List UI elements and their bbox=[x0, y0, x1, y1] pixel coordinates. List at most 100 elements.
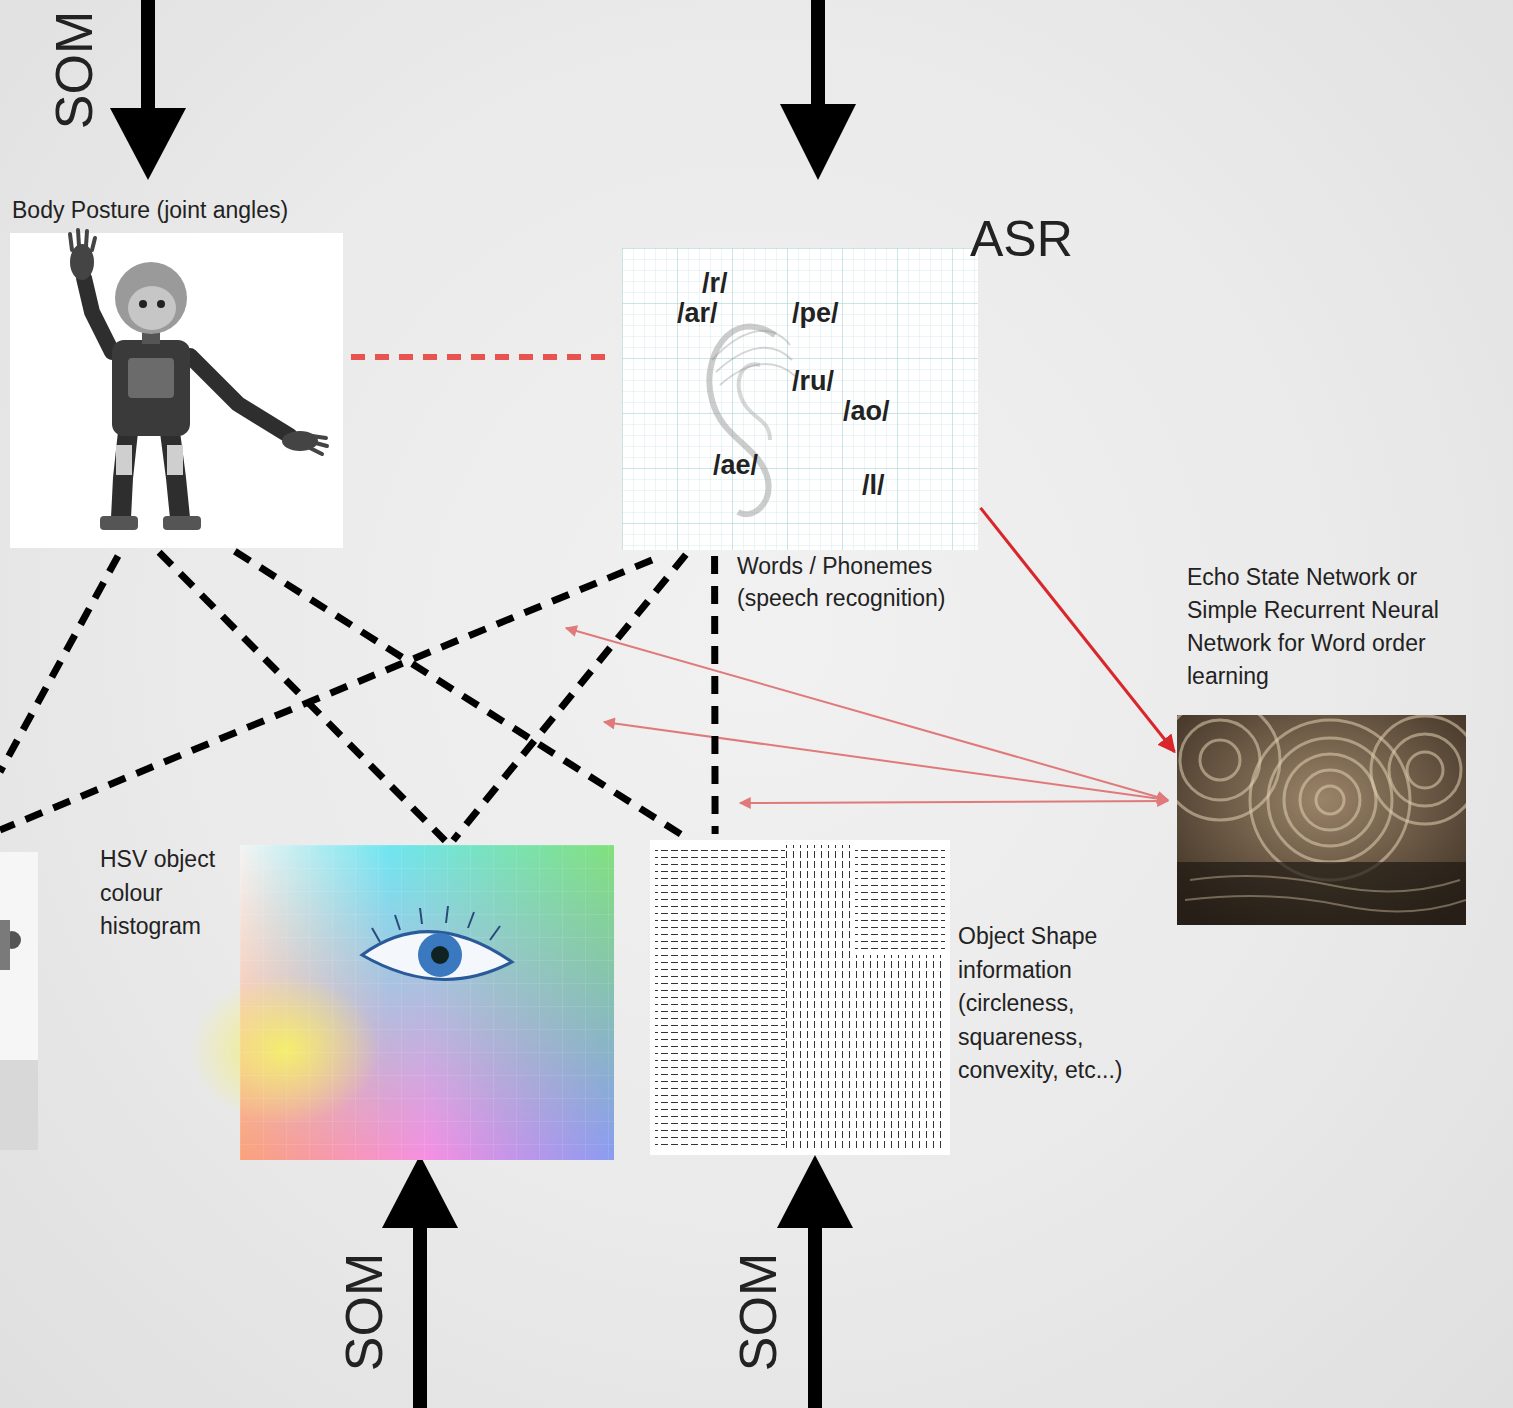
ripple bbox=[1300, 770, 1360, 830]
feedback-arrow bbox=[740, 801, 1168, 803]
eye-iris bbox=[418, 933, 462, 977]
hatch-region bbox=[655, 845, 785, 995]
association-line bbox=[351, 354, 614, 360]
image-shade bbox=[0, 1060, 38, 1150]
node-heading: ASR bbox=[970, 211, 1120, 267]
som-label: SOM bbox=[338, 1253, 390, 1371]
node-caption: Words / Phonemes (speech recognition) bbox=[737, 550, 992, 614]
ripples bbox=[1177, 715, 1466, 880]
feedback-arrow bbox=[566, 628, 1168, 800]
ripple bbox=[1250, 720, 1410, 880]
hair-strokes bbox=[712, 331, 795, 385]
robot-fingers bbox=[70, 230, 95, 250]
reflection-band bbox=[1177, 862, 1466, 925]
shape-map-image bbox=[650, 840, 950, 1155]
pixel-grid bbox=[240, 845, 614, 1160]
arrow-shaft bbox=[413, 1226, 427, 1408]
robot-head bbox=[115, 262, 187, 334]
grid-fine bbox=[622, 248, 978, 550]
robot-fingers bbox=[310, 436, 327, 454]
som-arrow bbox=[110, 0, 186, 180]
ripple bbox=[1200, 740, 1240, 780]
robot-eye bbox=[157, 300, 165, 308]
association-line bbox=[453, 555, 686, 841]
ear-outline bbox=[709, 326, 775, 514]
arrow-shaft bbox=[811, 0, 825, 106]
eye-pupil bbox=[431, 946, 449, 964]
association-line bbox=[235, 551, 685, 837]
hatch-region bbox=[655, 995, 785, 1150]
colour-map: HSV object colour histogram bbox=[240, 845, 614, 1160]
som-label: SOM bbox=[732, 1253, 784, 1371]
robot-arm bbox=[190, 356, 290, 436]
som-label: SOM bbox=[48, 11, 100, 129]
feedback-arrow bbox=[604, 722, 1168, 800]
association-line bbox=[159, 552, 445, 840]
ripple bbox=[1407, 752, 1443, 788]
som-arrow bbox=[777, 1155, 853, 1408]
speech-map: ASRWords / Phonemes (speech recognition) bbox=[622, 248, 978, 550]
arrow-head bbox=[382, 1155, 458, 1228]
image-frame bbox=[650, 840, 950, 1155]
colour-field bbox=[240, 845, 614, 1160]
posture-map: Body Posture (joint angles) bbox=[10, 233, 343, 548]
robot-arm bbox=[84, 278, 112, 352]
eye-outline bbox=[362, 932, 512, 980]
cropped-image bbox=[0, 852, 38, 1150]
colour-field bbox=[240, 845, 614, 1160]
node-heading: Body Posture (joint angles) bbox=[12, 194, 352, 226]
ripple bbox=[1389, 734, 1461, 806]
reflection-lines bbox=[1185, 876, 1466, 911]
grid-major bbox=[622, 248, 978, 550]
robot-foot bbox=[100, 516, 138, 530]
arrow-shaft bbox=[808, 1226, 822, 1408]
ripple bbox=[1284, 754, 1376, 846]
hatch-region bbox=[855, 955, 945, 1150]
hatch-region bbox=[785, 845, 855, 1150]
phoneme: /pe/ bbox=[792, 300, 839, 327]
image-detail bbox=[0, 920, 10, 970]
robot-limbs bbox=[84, 278, 290, 518]
arrow-head bbox=[110, 108, 186, 180]
phoneme: /ar/ bbox=[677, 300, 718, 327]
arrow-head bbox=[777, 1155, 853, 1228]
eye-lashes bbox=[372, 906, 500, 942]
robot-figure bbox=[10, 230, 343, 548]
hatch-region bbox=[855, 845, 945, 955]
ripple bbox=[1180, 720, 1260, 800]
phoneme: /ae/ bbox=[713, 452, 758, 479]
word-sequence-arrow bbox=[980, 508, 1174, 752]
phoneme: /l/ bbox=[862, 472, 885, 499]
node-heading: HSV object colour histogram bbox=[100, 843, 238, 944]
robot-chest bbox=[128, 358, 174, 398]
node-heading: Echo State Network or Simple Recurrent N… bbox=[1187, 561, 1487, 693]
input-arrow bbox=[780, 0, 856, 180]
robot-face bbox=[128, 286, 176, 330]
association-line bbox=[0, 556, 118, 772]
ear-inner bbox=[739, 364, 770, 440]
arrow-head bbox=[780, 104, 856, 180]
reservoir-image bbox=[1177, 715, 1466, 925]
phoneme: /r/ bbox=[702, 270, 728, 297]
image-frame bbox=[10, 233, 343, 548]
association-line bbox=[711, 556, 719, 834]
som-arrow bbox=[382, 1155, 458, 1408]
colour-histogram-image bbox=[190, 845, 614, 1160]
phoneme: /ru/ bbox=[792, 368, 834, 395]
ripple bbox=[1177, 715, 1280, 820]
image-frame bbox=[0, 852, 38, 1150]
shape-map: Object Shape information (circleness, sq… bbox=[650, 840, 950, 1155]
phoneme: /ao/ bbox=[843, 398, 890, 425]
robot-eye bbox=[139, 300, 147, 308]
node-heading: Object Shape information (circleness, sq… bbox=[958, 920, 1163, 1088]
association-line bbox=[0, 560, 652, 830]
robot-leg-cover bbox=[167, 445, 183, 475]
ripple bbox=[1316, 786, 1344, 814]
ripple bbox=[1371, 716, 1466, 824]
speech-grid-image bbox=[622, 248, 978, 550]
recurrent-network: Echo State Network or Simple Recurrent N… bbox=[1177, 715, 1466, 925]
image-frame bbox=[622, 248, 978, 550]
robot-leg-cover bbox=[116, 445, 132, 475]
arrow-shaft bbox=[141, 0, 155, 110]
